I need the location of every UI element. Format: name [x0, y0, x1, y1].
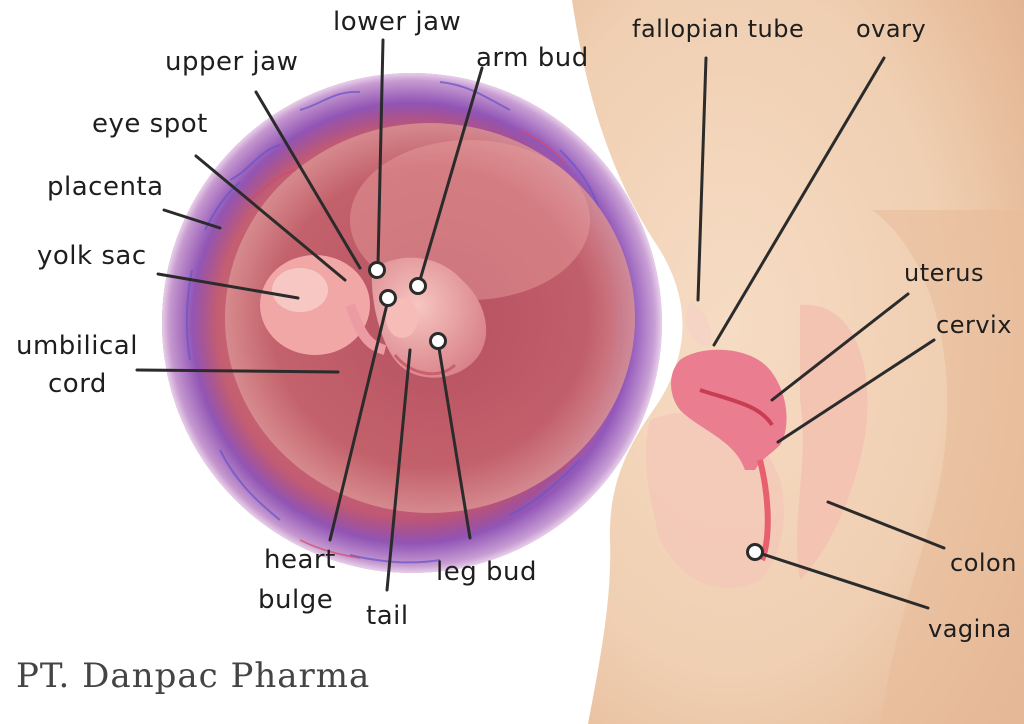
leader-lines	[135, 38, 946, 610]
body-curve-shadow	[872, 210, 1024, 724]
label-uterus: uterus	[904, 259, 984, 287]
leader-eye-spot	[194, 154, 347, 282]
label-eye-spot: eye spot	[92, 109, 208, 139]
label-leg-bud: leg bud	[436, 557, 537, 587]
brand-watermark: PT. Danpac Pharma	[16, 656, 371, 696]
vagina-canal	[757, 459, 771, 562]
label-lower-jaw: lower jaw	[333, 7, 462, 37]
leader-leg-bud	[436, 340, 472, 540]
uterus-lining	[699, 388, 774, 427]
leader-umbilical	[135, 368, 340, 374]
leader-vagina	[754, 550, 930, 610]
label-tail: tail	[366, 601, 409, 631]
leader-arm-bud	[418, 66, 484, 282]
yolk-sac-highlight	[272, 268, 328, 312]
fallopian-tube-shape	[685, 300, 712, 346]
dot-lower-jaw	[368, 261, 386, 279]
colon-shape	[797, 304, 868, 580]
label-colon: colon	[950, 549, 1017, 577]
pointer-dots	[368, 261, 764, 561]
dot-leg-bud	[429, 332, 447, 350]
dot-arm-bud	[409, 277, 427, 295]
label-cervix: cervix	[936, 311, 1012, 339]
leader-cervix	[776, 338, 936, 444]
leader-uterus	[770, 292, 910, 402]
label-ovary: ovary	[856, 15, 927, 43]
leader-colon	[826, 500, 946, 550]
label-upper-jaw: upper jaw	[165, 47, 299, 77]
umbilical-stalk	[345, 303, 387, 355]
leader-tail	[385, 348, 412, 592]
label-placenta: placenta	[47, 172, 164, 202]
label-yolk-sac: yolk sac	[37, 241, 147, 271]
embryo-curl	[393, 354, 457, 376]
leader-heart-bulge	[328, 298, 390, 542]
label-umbilical-line1: umbilical	[16, 331, 138, 361]
label-umbilical-line2: cord	[48, 369, 107, 399]
uterus-shape	[671, 349, 787, 470]
leader-lower-jaw	[376, 38, 385, 267]
leader-placenta	[162, 208, 222, 230]
leader-ovary	[712, 56, 886, 347]
leader-upper-jaw	[254, 90, 362, 270]
label-heart-bulge-line1: heart	[264, 545, 336, 575]
label-vagina: vagina	[928, 615, 1012, 643]
leader-fallopian	[696, 56, 708, 302]
placenta-vessels-red	[249, 129, 601, 559]
label-heart-bulge-line2: bulge	[258, 585, 334, 615]
leader-yolk-sac	[156, 272, 300, 300]
dot-vagina	[746, 543, 764, 561]
label-arm-bud: arm bud	[476, 43, 589, 73]
heart-bulge-shape	[386, 298, 418, 338]
embryo-body	[371, 257, 487, 378]
label-fallopian-tube: fallopian tube	[632, 15, 805, 43]
dot-heart-bulge	[379, 289, 397, 307]
